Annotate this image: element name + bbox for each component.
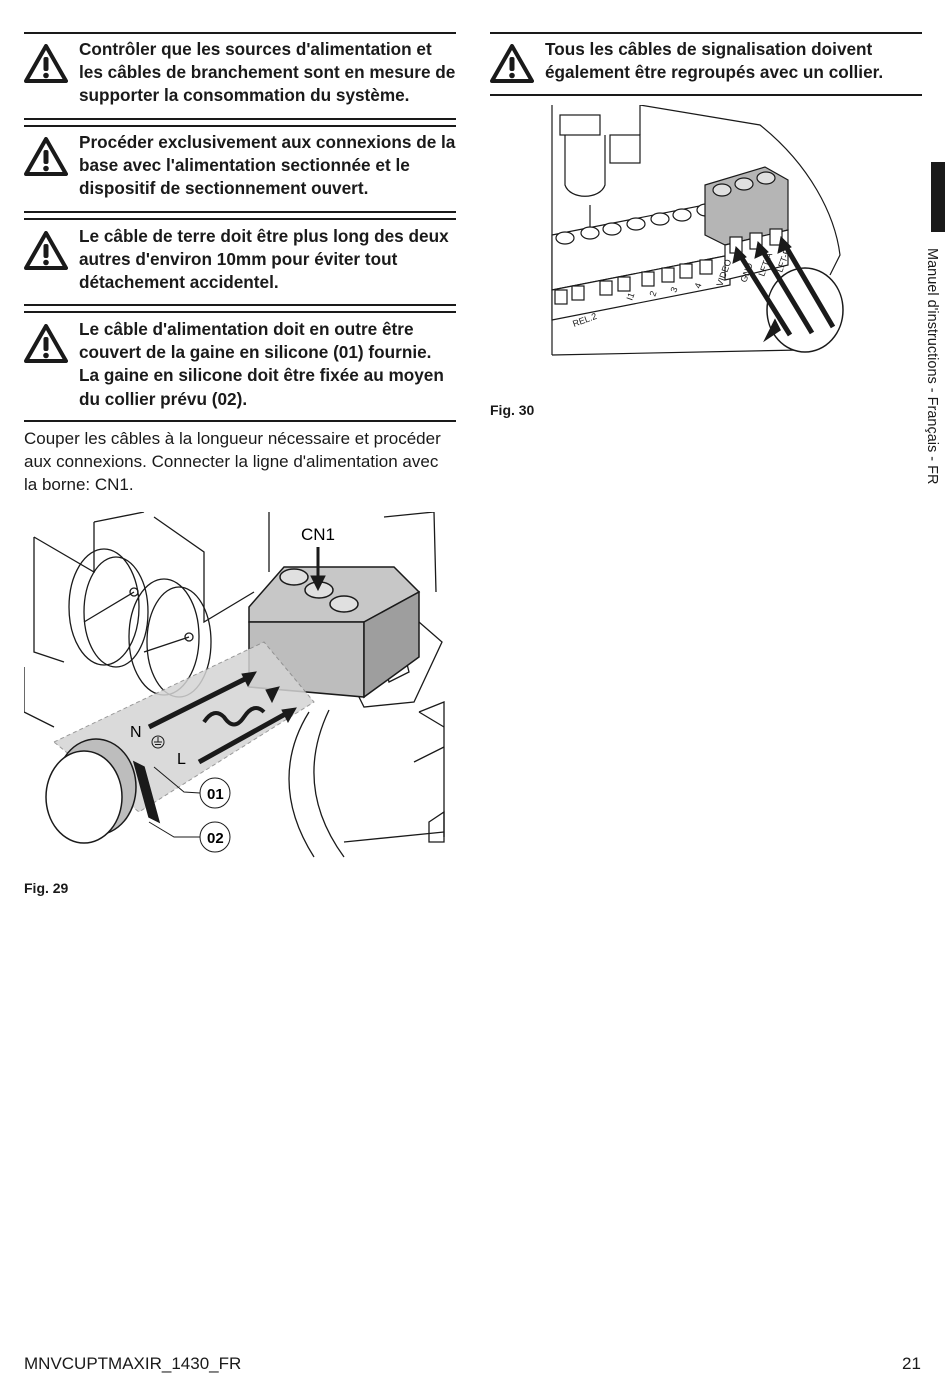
rule bbox=[24, 420, 456, 422]
cn1-label: CN1 bbox=[301, 525, 335, 544]
terminal-label: I1 bbox=[624, 291, 636, 301]
rule bbox=[24, 311, 456, 313]
warning-icon bbox=[490, 44, 534, 83]
rule bbox=[24, 125, 456, 127]
warning-icon bbox=[24, 231, 68, 270]
callout-02: 02 bbox=[207, 830, 224, 847]
warning-icon bbox=[24, 44, 68, 83]
warning-text: Le câble de terre doit être plus long de… bbox=[79, 226, 449, 293]
warning-block: Contrôler que les sources d'alimentation… bbox=[24, 38, 456, 108]
rule bbox=[24, 32, 456, 34]
section-marker-bar bbox=[931, 162, 945, 232]
sidebar-language-label: Manuel d'instructions - Français - FR bbox=[924, 248, 940, 485]
instruction-paragraph: Couper les câbles à la longueur nécessai… bbox=[24, 429, 441, 495]
warning-text: Contrôler que les sources d'alimentation… bbox=[79, 39, 456, 106]
warning-icon bbox=[24, 324, 68, 363]
warning-block: Procéder exclusivement aux connexions de… bbox=[24, 131, 456, 201]
warning-icon bbox=[24, 137, 68, 176]
rule bbox=[24, 218, 456, 220]
terminal-label: 4 bbox=[692, 282, 703, 290]
figure-29-illustration: CN1 N L 01 02 bbox=[24, 512, 445, 858]
figure-30-illustration: REL.2 I1 2 3 4 VIDEO GND LFT-A LFT-B bbox=[551, 105, 844, 356]
warning-block: Le câble de terre doit être plus long de… bbox=[24, 225, 456, 295]
rule bbox=[24, 304, 456, 306]
ground-icon bbox=[151, 735, 165, 749]
callout-01: 01 bbox=[207, 786, 224, 803]
warning-block: Le câble d'alimentation doit en outre êt… bbox=[24, 318, 456, 411]
line-label: L bbox=[177, 751, 186, 768]
document-code: MNVCUPTMAXIR_1430_FR bbox=[24, 1354, 242, 1373]
figure-30-caption: Fig. 30 bbox=[490, 402, 535, 418]
warning-text: Procéder exclusivement aux connexions de… bbox=[79, 132, 456, 199]
rule bbox=[490, 94, 922, 96]
warning-block: Tous les câbles de signalisation doivent… bbox=[490, 38, 922, 84]
figure-29-caption: Fig. 29 bbox=[24, 880, 69, 896]
warning-text: Tous les câbles de signalisation doivent… bbox=[545, 39, 884, 83]
terminal-label: 2 bbox=[647, 290, 658, 298]
terminal-label: 3 bbox=[668, 286, 679, 294]
page-number: 21 bbox=[902, 1354, 921, 1373]
warning-text: Le câble d'alimentation doit en outre êt… bbox=[79, 319, 444, 409]
neutral-label: N bbox=[130, 724, 142, 741]
rule bbox=[24, 118, 456, 120]
rule bbox=[24, 211, 456, 213]
rule bbox=[490, 32, 922, 34]
